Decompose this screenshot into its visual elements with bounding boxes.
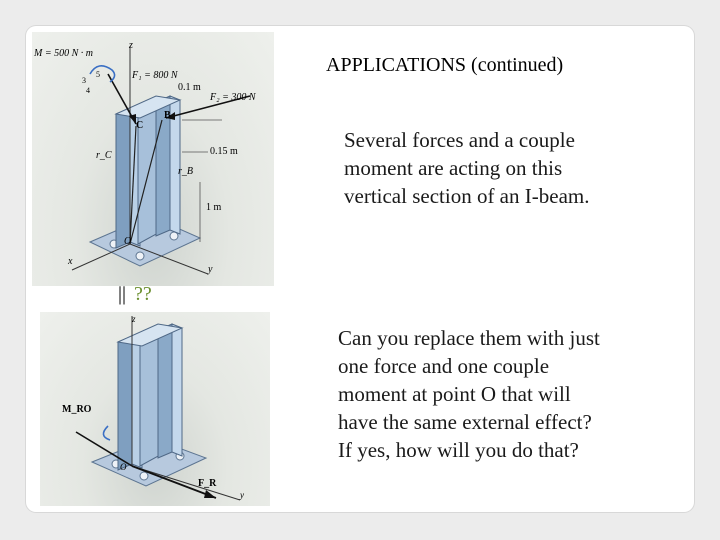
slope-3-label: 3 xyxy=(82,76,86,85)
slope-5-label: 5 xyxy=(96,70,100,79)
description-line: vertical section of an I-beam. xyxy=(344,184,590,208)
ibeam-resultant-figure: z M_RO O F_R y xyxy=(40,312,270,506)
question-marks: ?? xyxy=(134,283,152,305)
title-rest: (continued) xyxy=(466,54,564,76)
question-line: have the same external effect? xyxy=(338,410,592,434)
question-line: moment at point O that will xyxy=(338,382,571,406)
point-b-label: B xyxy=(164,110,171,121)
slope-4-label: 4 xyxy=(86,86,90,95)
axis-z-label: z xyxy=(129,40,133,51)
description-line: Several forces and a couple xyxy=(344,128,575,152)
axis-z-label-bottom: z xyxy=(132,314,136,324)
description-line: moment are acting on this xyxy=(344,156,563,180)
slide-title: APPLICATIONS (continued) xyxy=(326,54,563,77)
question-line: one force and one couple xyxy=(338,354,550,378)
point-c-label: C xyxy=(136,120,144,131)
dist-01-label: 0.1 m xyxy=(178,82,201,93)
axis-y-label-bottom: y xyxy=(240,490,244,500)
question-line: If yes, how will you do that? xyxy=(338,438,579,462)
resultant-moment-label: M_RO xyxy=(62,404,92,415)
point-o-label: O xyxy=(124,236,132,247)
description-paragraph: Several forces and a couple moment are a… xyxy=(344,126,589,210)
force-f2-label: F₂ = 300 N xyxy=(210,92,256,103)
moment-label: M = 500 N · m xyxy=(34,48,93,59)
dist-1-label: 1 m xyxy=(206,202,222,213)
vector-rc-label: r_C xyxy=(96,150,112,161)
axis-x-label: x xyxy=(68,256,73,267)
ibeam-flange-left xyxy=(115,107,131,249)
equals-bars: || xyxy=(118,283,127,305)
vector-rb-label: r_B xyxy=(178,166,193,177)
question-line: Can you replace them with just xyxy=(338,326,600,350)
resultant-force-label: F_R xyxy=(198,478,217,489)
equivalence-marker: ||?? xyxy=(118,283,152,306)
axis-y-label: y xyxy=(208,264,213,275)
ibeam-forces-figure: M = 500 N · m F₁ = 800 N 0.1 m F₂ = 300 … xyxy=(32,32,274,286)
title-bold: APPLICATIONS xyxy=(326,54,467,76)
force-f1-label: F₁ = 800 N xyxy=(132,70,178,81)
question-paragraph: Can you replace them with just one force… xyxy=(338,324,600,464)
point-o-label-bottom: O xyxy=(120,462,127,472)
dist-015-label: 0.15 m xyxy=(210,146,238,157)
